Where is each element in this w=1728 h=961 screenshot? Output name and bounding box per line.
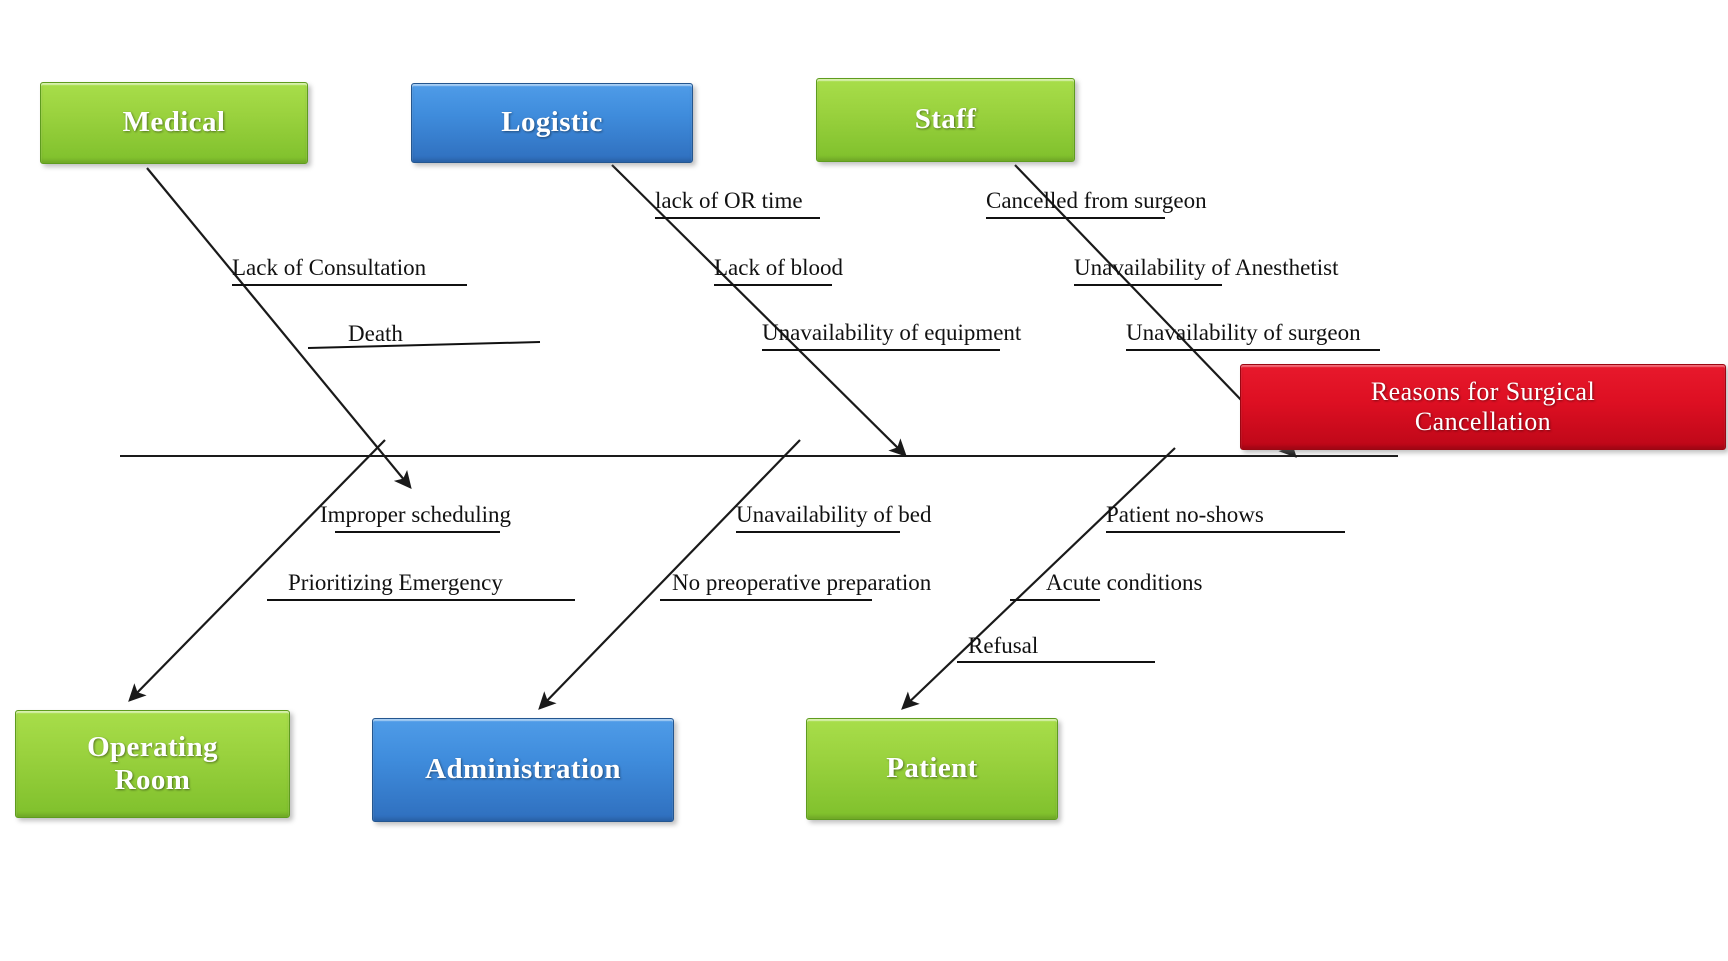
category-label-logistic: Logistic — [501, 106, 603, 139]
category-label-operating-room: Operating Room — [87, 730, 218, 796]
cause-label-improper-scheduling[interactable]: Improper scheduling — [320, 502, 511, 527]
category-box-staff[interactable]: Staff — [816, 78, 1075, 162]
category-box-patient[interactable]: Patient — [806, 718, 1058, 820]
category-label-medical: Medical — [122, 106, 226, 139]
category-box-administration[interactable]: Administration — [372, 718, 674, 822]
cause-label-cancelled-from-surgeon[interactable]: Cancelled from surgeon — [986, 188, 1207, 213]
category-box-medical[interactable]: Medical — [40, 82, 308, 164]
cause-label-unavailability-of-surgeon[interactable]: Unavailability of surgeon — [1126, 320, 1361, 345]
effect-box-reasons-for-surgical-cancellation[interactable]: Reasons for Surgical Cancellation — [1240, 364, 1726, 450]
category-label-staff: Staff — [914, 103, 977, 136]
cause-label-no-preoperative-preparation[interactable]: No preoperative preparation — [672, 570, 932, 595]
cause-label-refusal[interactable]: Refusal — [968, 633, 1039, 658]
bone-patient — [901, 447, 1176, 710]
cause-label-lack-of-blood[interactable]: Lack of blood — [714, 255, 844, 280]
category-box-logistic[interactable]: Logistic — [411, 83, 693, 163]
bone-operating-room — [128, 439, 386, 702]
cause-label-acute-conditions[interactable]: Acute conditions — [1046, 570, 1203, 595]
category-label-patient: Patient — [886, 752, 978, 785]
category-label-administration: Administration — [425, 753, 621, 786]
underline-death — [307, 341, 541, 349]
cause-label-prioritizing-emergency[interactable]: Prioritizing Emergency — [288, 570, 503, 595]
cause-label-unavailability-of-anesthetist[interactable]: Unavailability of Anesthetist — [1074, 255, 1339, 280]
bone-administration — [538, 439, 801, 710]
cause-label-death[interactable]: Death — [348, 321, 403, 346]
cause-label-unavailability-of-equipment[interactable]: Unavailability of equipment — [762, 320, 1022, 345]
cause-label-lack-of-consultation[interactable]: Lack of Consultation — [232, 255, 427, 280]
cause-label-patient-no-shows[interactable]: Patient no-shows — [1106, 502, 1264, 527]
bone-medical — [146, 167, 412, 490]
cause-label-unavailability-of-bed[interactable]: Unavailability of bed — [736, 502, 932, 527]
category-box-operating-room[interactable]: Operating Room — [15, 710, 290, 818]
effect-label: Reasons for Surgical Cancellation — [1370, 377, 1596, 436]
bone-logistic — [611, 164, 907, 457]
cause-label-lack-of-or-time[interactable]: lack of OR time — [655, 188, 803, 213]
